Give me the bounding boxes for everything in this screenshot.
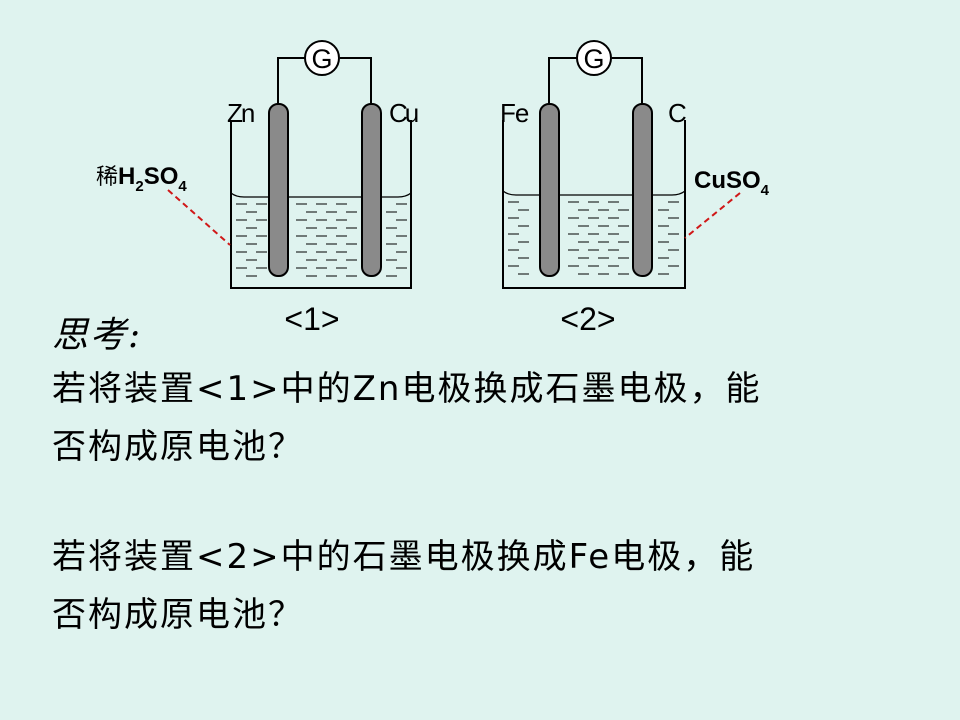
solution-label-1: 稀H2SO4 xyxy=(96,163,187,195)
question-1-line-1: 若将装置<1>中的Zn电极换成石墨电极，能 xyxy=(52,369,762,409)
question-2-line-2: 否构成原电池？ xyxy=(52,595,304,635)
apparatus-2-label: <2> xyxy=(560,301,615,337)
pointer-line-2 xyxy=(684,192,741,239)
question-1: 若将装置<1>中的Zn电极换成石墨电极，能 否构成原电池？ xyxy=(52,360,912,476)
beaker-2 xyxy=(502,120,686,289)
wire-1 xyxy=(277,57,372,108)
solution-label-2: CuSO4 xyxy=(694,167,770,199)
electrode-zn xyxy=(268,103,289,277)
apparatus-2: G Fe C CuSO4 <2> xyxy=(500,40,770,337)
electrode-cu-label: Cu xyxy=(389,98,418,128)
question-1-line-2: 否构成原电池？ xyxy=(52,427,304,467)
electrode-cu xyxy=(361,103,382,277)
liquid-surface-1 xyxy=(230,192,412,198)
pointer-line-1 xyxy=(167,189,231,246)
electrode-c-label: C xyxy=(668,98,687,128)
galvanometer-1-label: G xyxy=(311,44,332,74)
galvanometer-2: G xyxy=(576,40,612,76)
galvanometer-1: G xyxy=(304,40,340,76)
electrode-fe xyxy=(539,103,560,277)
solution-lines-1 xyxy=(236,203,407,277)
beaker-1 xyxy=(230,120,412,289)
solution-lines-2 xyxy=(508,201,679,275)
electrode-zn-label: Zn xyxy=(227,98,254,128)
electrode-c xyxy=(632,103,653,277)
galvanometer-2-label: G xyxy=(583,44,604,74)
liquid-surface-2 xyxy=(502,190,686,196)
apparatus-1-label: <1> xyxy=(284,301,339,337)
electrode-fe-label: Fe xyxy=(500,98,529,128)
apparatus-1: G Zn Cu 稀H2SO4 <1> xyxy=(96,40,421,337)
thinking-title: 思考: xyxy=(52,315,143,356)
question-2: 若将装置<2>中的石墨电极换成Fe电极，能 否构成原电池？ xyxy=(52,528,912,644)
wire-2 xyxy=(548,57,643,108)
question-2-line-1: 若将装置<2>中的石墨电极换成Fe电极，能 xyxy=(52,537,756,577)
